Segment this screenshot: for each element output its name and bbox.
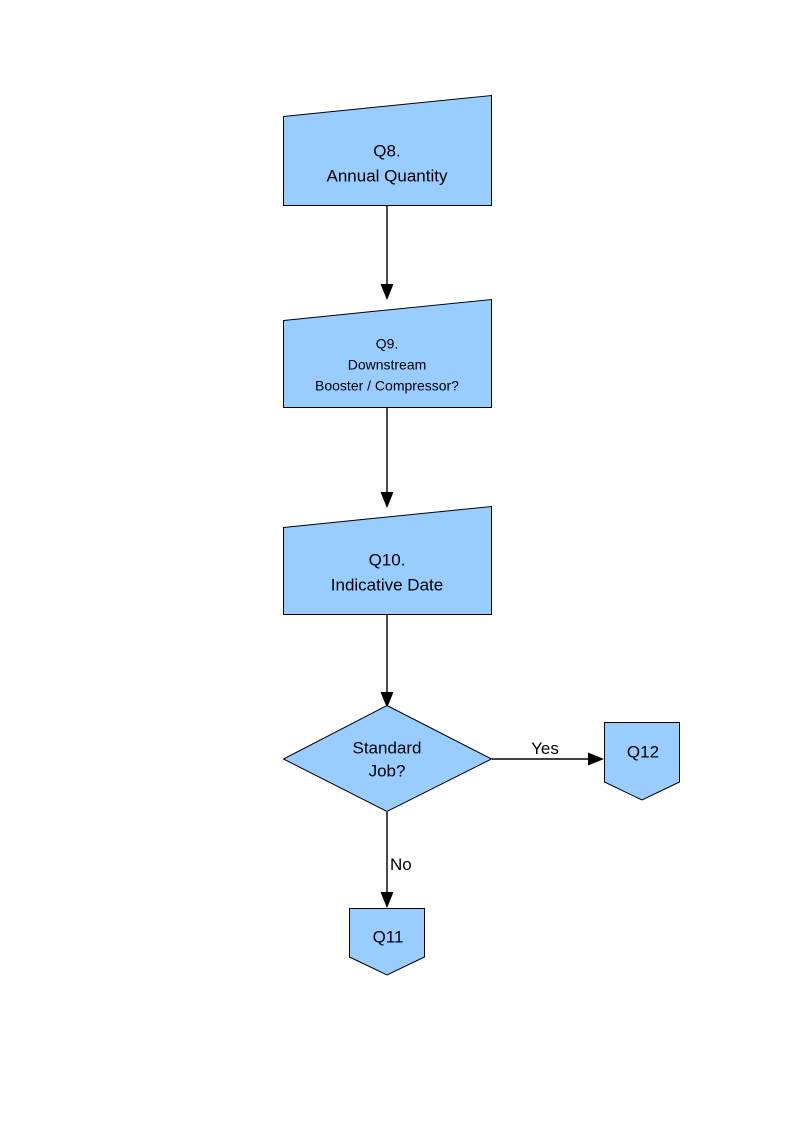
node-q10[interactable]: Q10. Indicative Date — [283, 505, 492, 615]
decision-label-line1: Standard — [353, 738, 422, 757]
q10-to-decision-arrowhead — [380, 692, 394, 708]
decision-diamond-shape[interactable] — [282, 704, 493, 813]
node-q9[interactable]: Q9. Downstream Booster / Compressor? — [283, 298, 492, 408]
q9-to-q10-arrowhead — [380, 492, 394, 508]
connector-q8-to-q9 — [380, 206, 394, 300]
q8-slanted-rectangle-shape[interactable] — [283, 94, 492, 206]
q8-label-line2: Annual Quantity — [327, 166, 448, 185]
q9-label-line3: Booster / Compressor? — [315, 378, 459, 394]
connector-decision-to-q12: Yes — [492, 739, 604, 766]
edge-label-yes: Yes — [531, 739, 559, 758]
decision-to-q11-arrowhead — [380, 892, 394, 908]
q11-label: Q11 — [373, 927, 404, 946]
q12-shield-shape[interactable] — [604, 722, 680, 801]
connector-decision-to-q11: No — [380, 812, 412, 908]
node-q8[interactable]: Q8. Annual Quantity — [283, 94, 492, 206]
connector-q10-to-decision — [380, 615, 394, 708]
node-decision-standard-job[interactable]: Standard Job? — [282, 704, 493, 813]
q8-to-q9-arrowhead — [380, 284, 394, 300]
node-q11[interactable]: Q11 — [349, 908, 425, 976]
decision-to-q12-arrowhead — [588, 752, 604, 766]
edge-label-no: No — [390, 855, 412, 874]
q10-label-line1: Q10. — [369, 550, 406, 569]
decision-label-line2: Job? — [369, 761, 406, 780]
connector-q9-to-q10 — [380, 408, 394, 508]
q10-slanted-rectangle-shape[interactable] — [283, 505, 492, 615]
q9-label-line2: Downstream — [348, 357, 427, 373]
q9-label-line1: Q9. — [376, 336, 399, 352]
node-q12[interactable]: Q12 — [604, 722, 680, 801]
q12-label: Q12 — [627, 742, 659, 761]
q11-shield-shape[interactable] — [349, 908, 425, 976]
q8-label-line1: Q8. — [373, 141, 400, 160]
q10-label-line2: Indicative Date — [331, 575, 443, 594]
q9-slanted-rectangle-shape[interactable] — [283, 298, 492, 408]
